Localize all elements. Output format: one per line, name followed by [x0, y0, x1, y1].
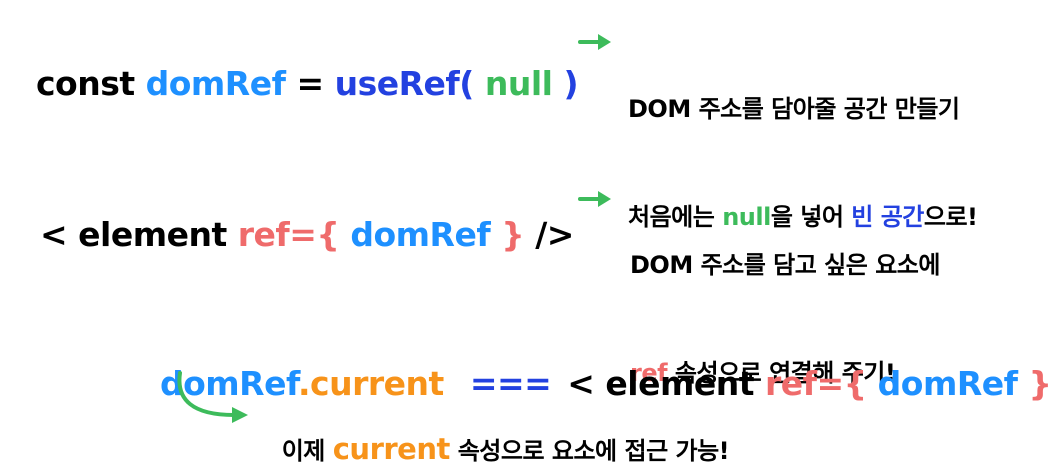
note-current-word: current [332, 432, 451, 466]
code-element-open: < element [39, 215, 238, 254]
note-line-1: DOM 주소를 담고 싶은 요소에 [630, 251, 940, 279]
note-ref: ref [630, 359, 668, 387]
note-text: 속성으로 연결해 주기! [667, 359, 896, 387]
code-keyword-const: const [35, 64, 146, 103]
code-paren-close: ) [563, 64, 579, 103]
code-line-useref: const domRef = useRef( null ) [14, 24, 579, 104]
code-attr-ref: ref={ [237, 215, 340, 254]
code-arg-null: null [473, 64, 564, 103]
curved-arrow-icon [177, 371, 248, 423]
code-prop-current: .current [298, 364, 444, 403]
code-var-domref: domRef [866, 364, 1029, 403]
code-element-close: /> [524, 215, 574, 254]
note-text: 속성으로 요소에 접근 가능! [449, 437, 730, 465]
code-brace-close: } [501, 215, 525, 254]
code-var-domref: domRef [339, 215, 502, 254]
code-element-close: /> [1051, 364, 1062, 403]
code-brace-close: } [1028, 364, 1052, 403]
code-element-open: < element [567, 364, 766, 403]
note-text: 이제 [281, 437, 333, 465]
note-ref-attribute: DOM 주소를 담고 싶은 요소에 ref 속성으로 연결해 주기! [630, 180, 940, 424]
note-line-2: 처음에는 null을 넣어 빈 공간으로! [628, 200, 978, 234]
note-text: 처음에는 [628, 203, 723, 231]
note-useref: DOM 주소를 담아줄 공간 만들기 처음에는 null을 넣어 빈 공간으로! [628, 24, 978, 268]
note-line-1: DOM 주소를 담아줄 공간 만들기 [628, 95, 960, 123]
code-line-element-ref: < element ref={ domRef } /> [18, 175, 574, 255]
note-null: null [722, 203, 771, 231]
code-var-domref: domRef [145, 64, 286, 103]
arrow-right-icon [578, 34, 611, 50]
code-fn-useref: useRef( [334, 64, 475, 103]
note-empty-space: 빈 공간 [851, 203, 924, 231]
code-strict-equals: === [469, 364, 552, 403]
note-line-2: ref 속성으로 연결해 주기! [630, 356, 940, 390]
note-text: 을 넣어 [770, 203, 852, 231]
note-text: 으로! [923, 203, 978, 231]
note-current: 이제 current 속성으로 요소에 접근 가능! [266, 398, 730, 468]
code-equals: = [285, 64, 335, 103]
code-line-current: domRef.current===< element ref={ domRef … [138, 324, 1062, 404]
code-attr-ref: ref={ [765, 364, 867, 403]
arrow-right-icon [578, 191, 611, 207]
